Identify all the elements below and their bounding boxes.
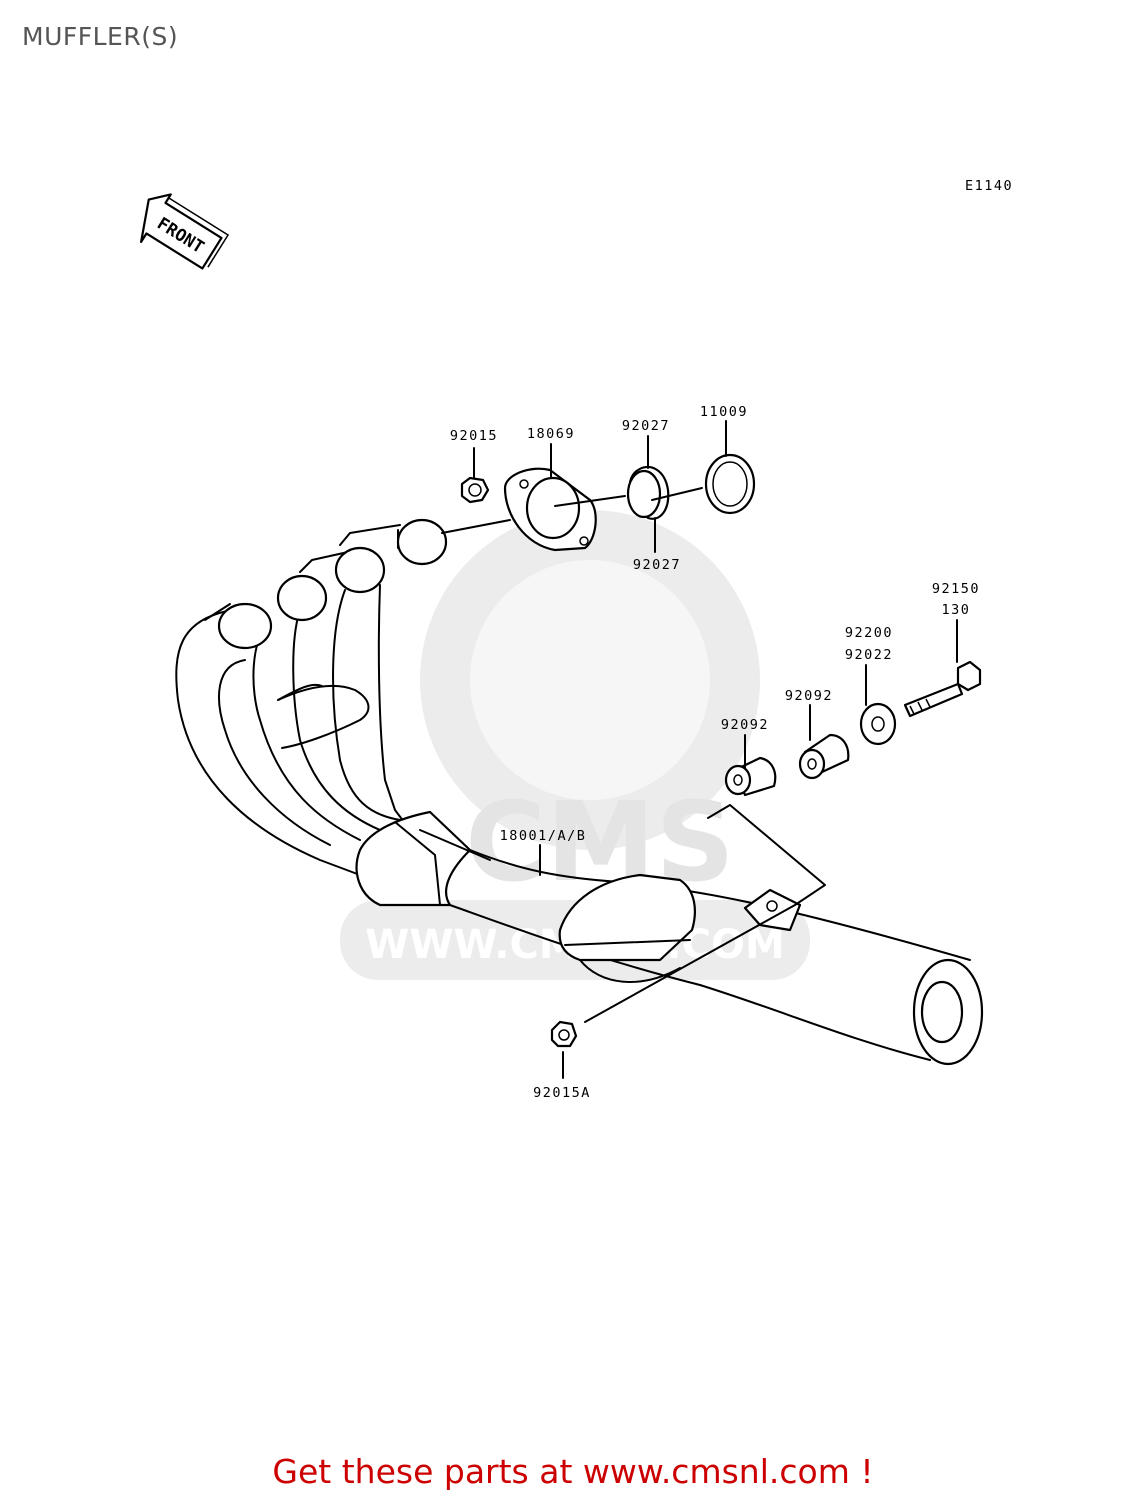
part-label: 11009: [700, 404, 748, 420]
part-label: 92015: [450, 428, 498, 444]
diagram-code: E1140: [965, 178, 1013, 194]
leader-lines: [441, 420, 958, 1079]
part-label: 92092: [785, 688, 833, 704]
part-label: 92092: [721, 717, 769, 733]
part-label: 18001/A/B: [500, 828, 587, 844]
bolt-92150: [903, 660, 982, 718]
gasket-flange-18069: [503, 467, 597, 552]
page-title: MUFFLER(S): [22, 22, 179, 51]
part-label: 92015A: [533, 1085, 591, 1101]
part-label: 92022: [845, 647, 893, 663]
nut-92015: [460, 476, 490, 504]
part-label: 92027: [622, 418, 670, 434]
washer-92200: [859, 702, 897, 746]
collar-92027: [626, 465, 670, 520]
front-arrow-icon: FRONT: [140, 193, 230, 270]
nut-92015A: [550, 1020, 578, 1048]
watermark-mascot-face: [470, 560, 710, 800]
exhaust-header-pipes: [175, 518, 701, 986]
part-label: 130: [942, 602, 971, 618]
part-labels: 92015 18069 92027 11009 92027 92150 130 …: [450, 404, 980, 1101]
part-label: 92200: [845, 625, 893, 641]
watermark-brand: CMS: [465, 778, 734, 906]
part-label: 92027: [633, 557, 681, 573]
part-label: 18069: [527, 426, 575, 442]
muffler-body: [558, 873, 984, 1066]
part-label: 92150: [932, 581, 980, 597]
cta-link[interactable]: Get these parts at www.cmsnl.com !: [272, 1452, 874, 1491]
damper-92092-upper: [798, 733, 850, 780]
ring-11009: [704, 453, 756, 515]
